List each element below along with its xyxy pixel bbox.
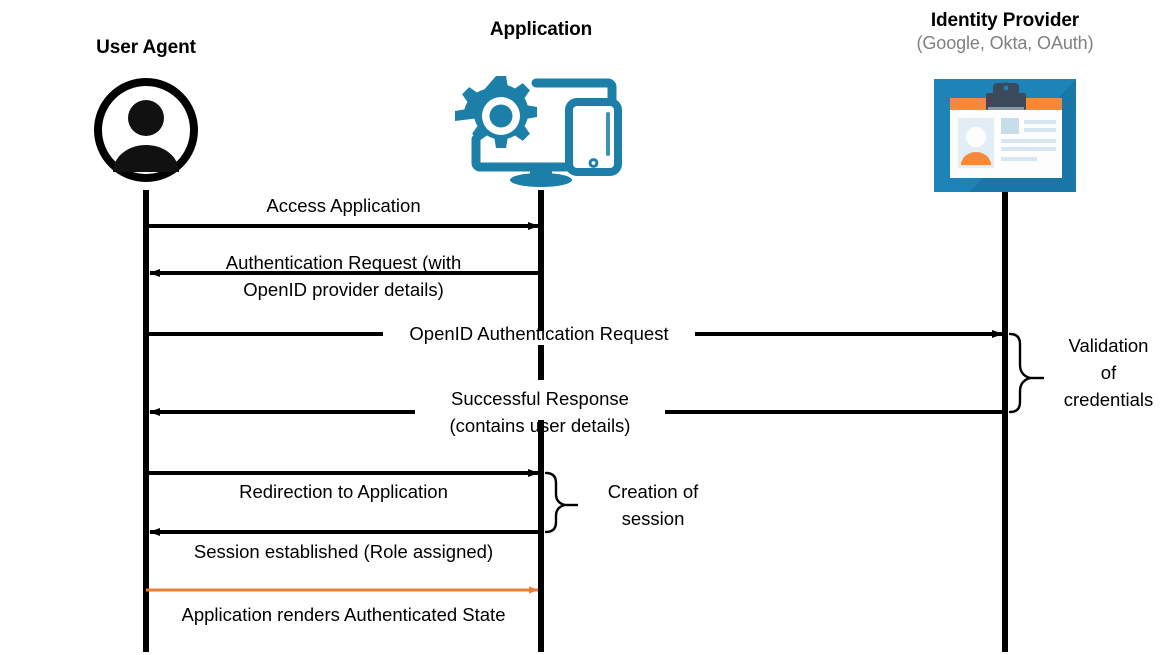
label-text: Access Application (266, 195, 421, 216)
lane-title-user-agent: User Agent (46, 36, 246, 59)
lane-title-text: Application (489, 19, 593, 40)
icon-user-avatar (93, 77, 199, 183)
note-line-2: of (1100, 362, 1117, 383)
lane-subtitle-text: (Google, Okta, OAuth) (916, 33, 1094, 53)
label-authentication-request-line1: Authentication Request (with (146, 249, 541, 276)
label-text: Redirection to Application (239, 481, 448, 502)
note-creation-of-session: Creation of session (578, 478, 728, 532)
label-text: Authentication Request (with (225, 252, 462, 273)
label-authentication-request-line2: OpenID provider details) (146, 276, 541, 303)
note-validation-of-credentials: Validation of credentials (1044, 332, 1173, 413)
brace-validation-of-credentials (1008, 332, 1035, 414)
note-line-2: session (621, 508, 685, 529)
label-redirection-to-application: Redirection to Application (146, 478, 541, 505)
label-session-established: Session established (Role assigned) (146, 538, 541, 565)
note-line-3: credentials (1063, 389, 1154, 410)
label-successful-response-line1: Successful Response (415, 385, 665, 412)
note-line-1: Creation of (607, 481, 699, 502)
icon-gear-monitor-tablet (452, 66, 632, 190)
icon-id-badge (934, 79, 1076, 192)
lane-title-text: Identity Provider (930, 10, 1080, 31)
label-access-application: Access Application (146, 192, 541, 219)
label-text: OpenID provider details) (243, 279, 444, 300)
label-text: Successful Response (451, 388, 629, 409)
note-line-1: Validation (1068, 335, 1149, 356)
label-text: Application renders Authenticated State (181, 604, 506, 625)
brace-creation-of-session (544, 471, 566, 534)
lane-title-text: User Agent (96, 37, 196, 58)
lane-title-application: Application (441, 18, 641, 41)
label-text: OpenID Authentication Request (409, 323, 669, 344)
lifelines (143, 190, 1008, 652)
label-text: (contains user details) (449, 415, 631, 436)
label-openid-authentication-request: OpenID Authentication Request (383, 320, 695, 347)
label-successful-response-line2: (contains user details) (415, 412, 665, 439)
label-text: Session established (Role assigned) (193, 541, 494, 562)
label-application-renders-authenticated-state: Application renders Authenticated State (146, 601, 541, 628)
lane-title-identity-provider: Identity Provider (Google, Okta, OAuth) (885, 9, 1125, 55)
